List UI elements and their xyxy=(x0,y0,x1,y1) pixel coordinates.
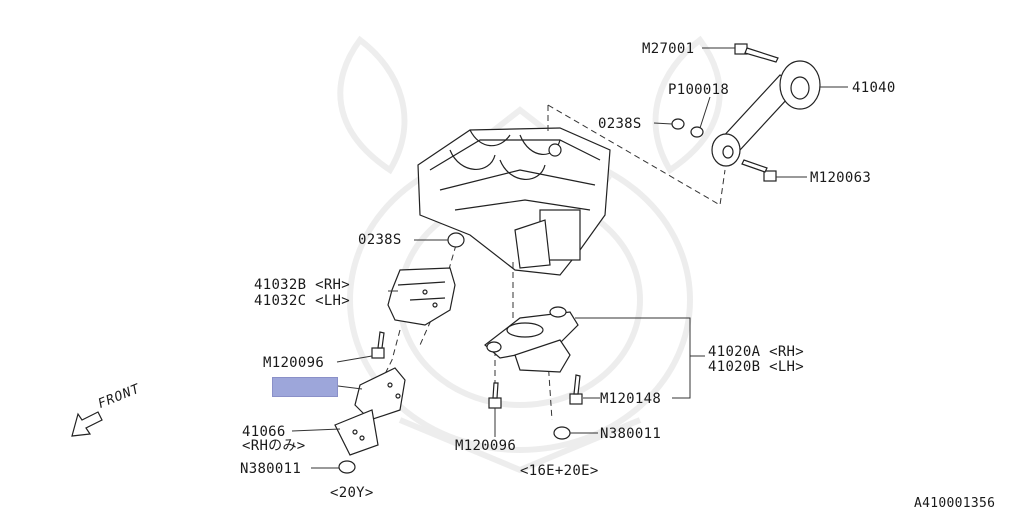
fasteners xyxy=(338,43,779,474)
callout-0238s-mid: 0238S xyxy=(358,232,402,248)
diagram-id: A410001356 xyxy=(914,496,996,511)
note-20y: <20Y> xyxy=(330,485,374,501)
nut-0238s-top xyxy=(671,118,685,130)
callout-m120096-left: M120096 xyxy=(263,355,325,371)
washer-p100018 xyxy=(690,126,704,138)
bolt-m120063-head xyxy=(763,170,777,182)
callout-0238s-top: 0238S xyxy=(598,116,642,132)
callout-41020a: 41020A <RH> xyxy=(708,344,805,360)
callout-41032b: 41032B <RH> xyxy=(254,277,351,293)
torque-rod-41040 xyxy=(711,60,821,167)
callout-m120096-bottom: M120096 xyxy=(455,438,517,454)
bolt-m120096-bottom xyxy=(488,397,502,409)
callout-41040: 41040 xyxy=(852,80,896,96)
callout-m27001: M27001 xyxy=(642,41,695,57)
engine-mount-41020 xyxy=(484,306,579,373)
callout-n380011-right: N380011 xyxy=(600,426,662,442)
bracket-41066 xyxy=(334,367,406,456)
bolt-m120063-shank xyxy=(741,159,768,173)
callout-41066: 41066 xyxy=(242,424,286,440)
highlighted-part-marker xyxy=(272,377,338,397)
bolt-m27001-shank xyxy=(744,47,779,63)
callout-n380011-left: N380011 xyxy=(240,461,302,477)
note-16e-20e: <16E+20E> xyxy=(520,463,599,479)
callout-p100018: P100018 xyxy=(668,82,730,98)
leader-lines xyxy=(291,47,848,469)
nut-0238s-mid xyxy=(447,232,465,248)
callout-m120148: M120148 xyxy=(600,391,662,407)
engine-block xyxy=(417,127,611,276)
front-arrow-icon xyxy=(71,411,103,437)
nut-n380011-right xyxy=(553,426,571,440)
nut-n380011-left xyxy=(338,460,356,474)
callout-m120063: M120063 xyxy=(810,170,872,186)
callout-41032c: 41032C <LH> xyxy=(254,293,351,309)
callout-rh-only: <RHのみ> xyxy=(242,438,306,454)
bolt-m120148 xyxy=(569,393,583,405)
engine-mount-41032 xyxy=(387,267,456,326)
bolt-m120096-left xyxy=(371,347,385,359)
callout-41020b: 41020B <LH> xyxy=(708,359,805,375)
